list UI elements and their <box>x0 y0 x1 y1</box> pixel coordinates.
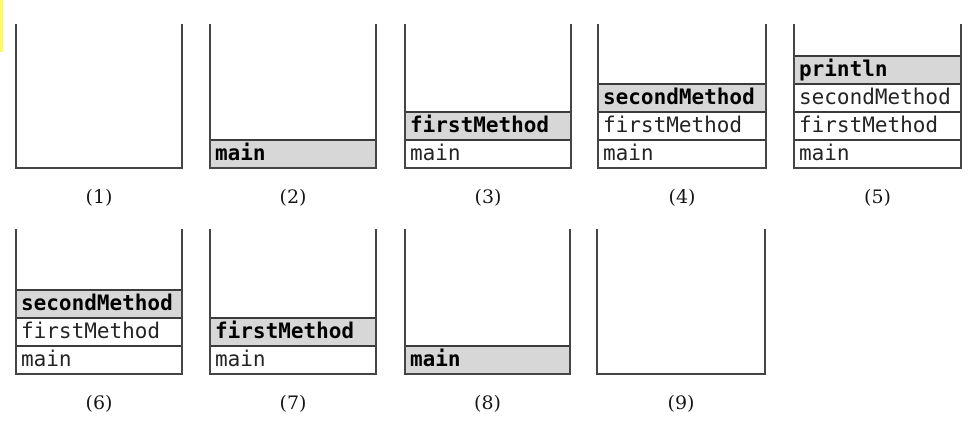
stack-label: (7) <box>279 392 307 414</box>
stack-frame-main: main <box>17 345 181 373</box>
call-stack-3: firstMethod main (3) <box>404 24 572 208</box>
call-stack-4: secondMethod firstMethod main (4) <box>597 24 767 208</box>
stack-frame-println: println <box>795 55 960 83</box>
stack-box: println secondMethod firstMethod main <box>793 24 962 169</box>
call-stack-1: (1) <box>15 24 183 208</box>
stack-frame-main: main <box>406 139 570 167</box>
stack-frame-firstmethod: firstMethod <box>795 111 960 139</box>
call-stack-8: main (8) <box>404 229 571 414</box>
stack-frame-main: main <box>599 139 765 167</box>
stack-label: (1) <box>85 186 113 208</box>
stack-frame-firstmethod: firstMethod <box>17 317 181 345</box>
stack-label: (9) <box>667 392 695 414</box>
call-stack-2: main (2) <box>209 24 377 208</box>
stack-frame-main: main <box>406 345 569 373</box>
stack-box: secondMethod firstMethod main <box>597 24 767 169</box>
stack-frame-secondmethod: secondMethod <box>599 83 765 111</box>
stack-label: (6) <box>85 392 113 414</box>
stack-frame-main: main <box>211 139 375 167</box>
stack-frame-main: main <box>795 139 960 167</box>
stack-label: (4) <box>668 186 696 208</box>
call-stack-5: println secondMethod firstMethod main (5… <box>793 24 962 208</box>
stack-frame-main: main <box>211 345 375 373</box>
stack-box: main <box>404 229 571 375</box>
stack-frame-secondmethod: secondMethod <box>795 83 960 111</box>
stack-label: (5) <box>864 186 891 208</box>
stack-box: firstMethod main <box>209 229 377 375</box>
call-stack-7: firstMethod main (7) <box>209 229 377 414</box>
page-edge-highlight-bar <box>0 0 3 52</box>
stack-label: (3) <box>474 186 502 208</box>
stack-frame-secondmethod: secondMethod <box>17 289 181 317</box>
stack-box: main <box>209 24 377 169</box>
call-stack-6: secondMethod firstMethod main (6) <box>15 229 183 414</box>
stack-label: (8) <box>474 392 501 414</box>
stack-frame-firstmethod: firstMethod <box>599 111 765 139</box>
stack-label: (2) <box>279 186 307 208</box>
call-stack-9: (9) <box>596 229 766 414</box>
stack-frame-firstmethod: firstMethod <box>406 111 570 139</box>
stack-box-empty <box>15 24 183 169</box>
stack-frame-firstmethod: firstMethod <box>211 317 375 345</box>
stack-box: firstMethod main <box>404 24 572 169</box>
stack-box-empty <box>596 229 766 375</box>
stack-box: secondMethod firstMethod main <box>15 229 183 375</box>
